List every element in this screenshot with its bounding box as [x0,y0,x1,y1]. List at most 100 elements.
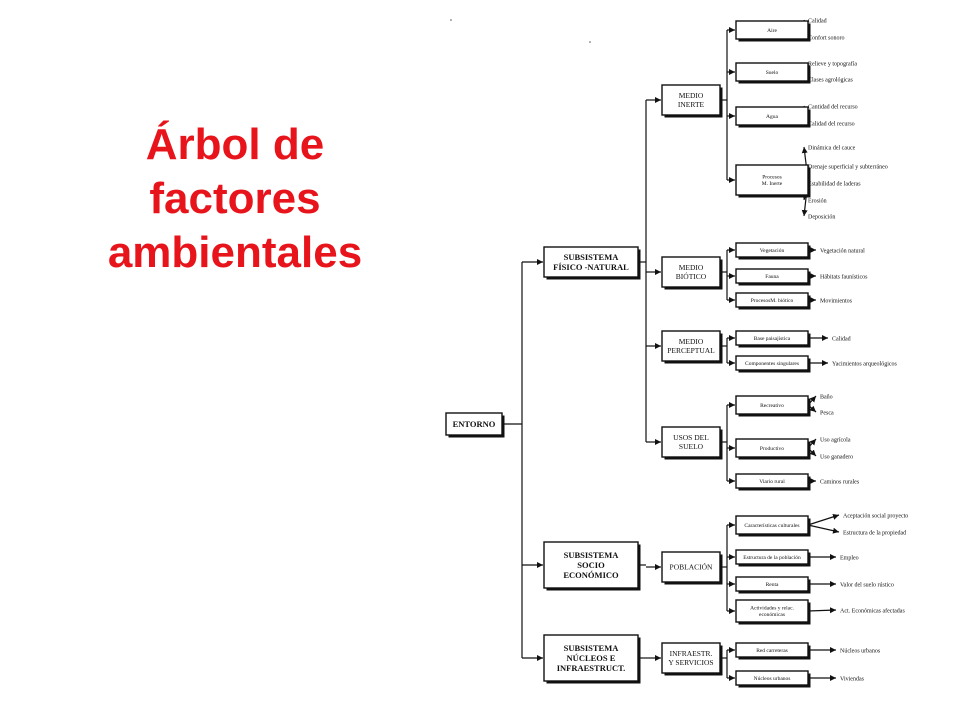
factor-node: Base paisajística [735,330,811,348]
medium-node: POBLACIÓN [661,551,723,585]
medium-node-label: USOS DEL [673,433,709,442]
factor-node-frame [735,515,809,535]
factor-item: Viviendas [840,677,865,683]
title-line-2: factores [149,174,321,223]
factor-node-frame [735,268,809,284]
subsystem-node-label: FÍSICO -NATURAL [553,262,629,272]
factor-item: Aceptación social proyecto [843,514,908,520]
factor-node: Recreativo [735,395,811,417]
factor-node-label: Estructura de la población [743,555,801,561]
factor-item: Dinámica del cauce [808,146,856,152]
factor-node-label: Actividades y relac. [750,606,794,612]
factor-item: Uso ganadero [820,455,853,461]
medium-node-frame [661,642,721,674]
factor-node-frame [735,242,809,258]
factor-node: Suelo [735,62,811,84]
root-node: ENTORNO [445,412,505,438]
factor-node-label: Vegetación [760,248,785,254]
factor-node-label: M. Inerte [762,181,783,187]
subsystem-node-label: ECONÓMICO [563,570,619,580]
factor-node-frame [735,292,809,308]
factor-node-frame [735,576,809,592]
factor-item: Drenaje superficial y subterráneo [808,164,888,171]
factor-item: Núcleos urbanos [840,649,881,655]
factor-node-label: Núcleos urbanos [754,676,791,682]
item-connector [807,524,840,534]
factor-node-frame [735,330,809,346]
factor-node-label: Características culturales [744,523,799,529]
factor-node-label: Recreativo [760,403,784,409]
factor-node: ProcesosM. biótico [735,292,811,310]
factor-item: Calidad [808,19,827,25]
factor-item: Clases agrológicas [808,78,853,84]
scan-mark [589,41,591,43]
factor-node-frame [735,642,809,658]
medium-node-label: Y SERVICIOS [668,658,713,667]
factor-node-label: Agua [766,114,778,120]
root-node-label: ENTORNO [453,419,496,429]
medium-node-label: INFRAESTR. [670,649,713,658]
medium-node: INFRAESTR.Y SERVICIOS [661,642,723,676]
factor-item: Vegetación natural [820,249,865,255]
factor-item: Hábitats faunísticos [820,274,868,281]
medium-node-label: MEDIO [679,91,704,100]
factor-node-frame [735,438,809,458]
title-line-3: ambientales [107,228,363,277]
medium-node-label: POBLACIÓN [670,562,714,572]
root-node-frame [445,412,503,436]
factor-node-frame [735,549,809,565]
factor-item: Pesca [820,411,834,417]
factor-node-frame [735,670,809,686]
medium-node-frame [661,426,721,458]
item-connector [807,513,840,526]
medium-node-label: INERTE [678,100,705,109]
factor-item: Erosión [808,199,827,205]
factor-node-label: Aire [767,28,777,34]
medium-node-frame [661,551,721,583]
factor-node: Núcleos urbanos [735,670,811,688]
scan-mark [450,19,452,21]
factor-node-label: Fauna [765,274,779,280]
factor-node-frame [735,395,809,415]
factor-node-label: Procesos [762,175,782,181]
subsystem-node-frame [543,634,639,682]
factor-item: Empleo [840,556,859,562]
factor-node-frame [735,355,809,371]
subsystem-node-label: SUBSISTEMA [564,550,620,560]
factor-node-frame [735,599,809,623]
factor-node: Renta [735,576,811,594]
factor-item: Calidad del recurso [808,122,855,128]
subsystem-node-label: SUBSISTEMA [564,252,620,262]
medium-node-frame [661,84,721,116]
factor-node: Fauna [735,268,811,286]
factor-node: Características culturales [735,515,811,537]
factor-node-label: Componentes singulares [745,361,799,367]
factor-item: Calidad [832,337,851,343]
factor-item: Relieve y topografía [808,61,857,68]
factor-item: Yacimientos arqueológicos [832,362,898,368]
factor-node: Red carreteras [735,642,811,660]
subsystem-node-frame [543,246,639,278]
factor-node-label: Suelo [766,70,779,76]
factor-node-frame [735,62,809,82]
factor-item: Estabilidad de laderas [808,182,861,188]
factor-item: Valor del suelo rústico [840,583,894,589]
factor-node-label: Renta [766,582,779,588]
slide-title: Árbol de factores ambientales [40,118,430,280]
subsystem-node-label: SOCIO [577,560,605,570]
factor-node: Viario rural [735,473,811,491]
factor-item: Baño [820,395,833,401]
factor-node: Actividades y relac.económicas [735,599,811,625]
item-connector [807,607,837,614]
factor-item: Confort sonoro [808,35,845,42]
factor-node-label: económicas [759,612,785,618]
subsystem-node-frame [543,541,639,589]
